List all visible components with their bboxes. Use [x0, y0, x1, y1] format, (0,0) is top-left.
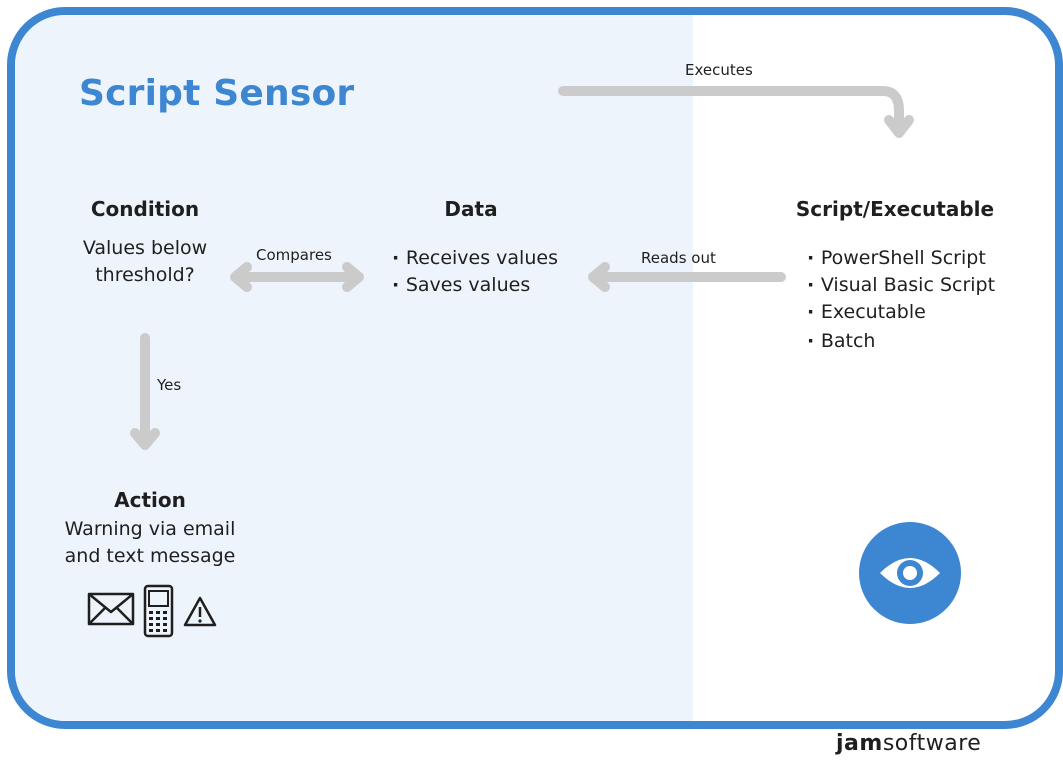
action-heading: Action: [114, 488, 186, 512]
diagram-title: Script Sensor: [79, 73, 355, 114]
reads-out-label: Reads out: [641, 249, 716, 267]
condition-line-2: threshold?: [95, 264, 195, 286]
data-list: Receives values Saves values: [392, 245, 558, 299]
warning-icon: [183, 596, 217, 627]
notification-icons: [87, 584, 217, 638]
data-item: Receives values: [392, 245, 558, 272]
script-item: Visual Basic Script: [807, 272, 995, 299]
executes-label: Executes: [685, 61, 753, 79]
compares-arrowhead-left: [230, 262, 252, 292]
reads-out-arrowhead: [588, 262, 610, 292]
arrows-layer: [130, 86, 914, 450]
yes-arrowhead: [130, 428, 160, 450]
action-block: Action Warning via email and text messag…: [55, 488, 245, 570]
jamsoftware-logo: jamsoftware: [836, 731, 981, 756]
data-heading: Data: [444, 197, 498, 221]
logo-light-part: software: [882, 731, 982, 756]
script-item: Batch: [807, 328, 995, 355]
condition-block: Condition Values below threshold?: [65, 197, 225, 289]
mobile-phone-icon: [143, 584, 174, 638]
action-line-2: and text message: [64, 545, 236, 567]
left-tinted-panel: [15, 15, 693, 721]
data-item: Saves values: [392, 272, 558, 299]
compares-label: Compares: [256, 246, 332, 264]
script-list: PowerShell Script Visual Basic Script Ex…: [807, 245, 995, 355]
condition-heading: Condition: [90, 197, 200, 221]
compares-arrowhead-right: [342, 262, 364, 292]
script-item: PowerShell Script: [807, 245, 995, 272]
envelope-icon: [87, 592, 135, 626]
script-heading: Script/Executable: [795, 197, 995, 221]
action-line-1: Warning via email: [64, 518, 236, 540]
logo-bold-part: jam: [836, 731, 883, 756]
diagram-frame: Script Sensor Executes Compares Reads ou…: [7, 7, 1063, 729]
script-item: Executable: [807, 299, 995, 326]
executes-arrowhead: [884, 115, 914, 138]
executes-arrow: [558, 86, 904, 132]
yes-label: Yes: [157, 376, 182, 394]
eye-icon: [880, 558, 940, 588]
sensor-badge: [859, 522, 961, 624]
condition-line-1: Values below: [82, 237, 208, 259]
